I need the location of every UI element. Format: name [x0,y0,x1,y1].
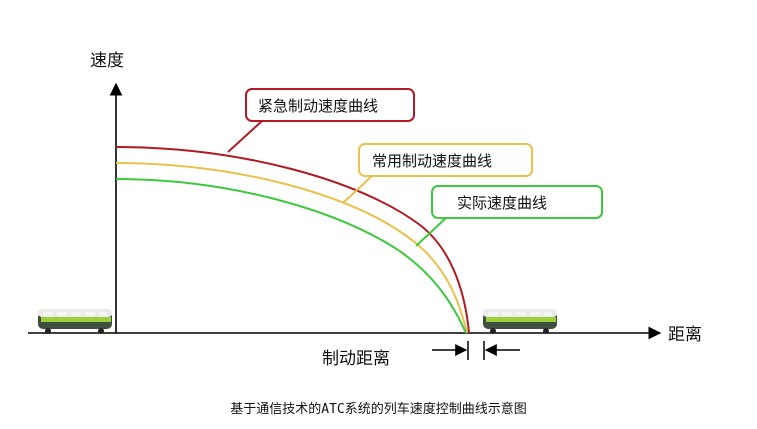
actual-callout-label: 实际速度曲线 [457,194,547,212]
service-callout-label: 常用制动速度曲线 [372,152,492,170]
emergency-callout: 紧急制动速度曲线 [227,88,415,153]
actual-callout: 实际速度曲线 [415,185,603,247]
diagram-caption: 基于通信技术的ATC系统的列车速度控制曲线示意图 [230,401,526,417]
emergency-callout-label: 紧急制动速度曲线 [258,97,378,115]
service-callout: 常用制动速度曲线 [342,143,533,204]
x-axis-label: 距离 [668,325,702,345]
actual-speed-curve [115,178,467,334]
left-train [38,309,112,334]
braking-distance-label: 制动距离 [322,349,390,369]
service-braking-curve [115,162,468,334]
emergency-braking-curve [115,146,470,334]
right-train [483,309,557,334]
y-axis-label: 速度 [90,51,124,71]
